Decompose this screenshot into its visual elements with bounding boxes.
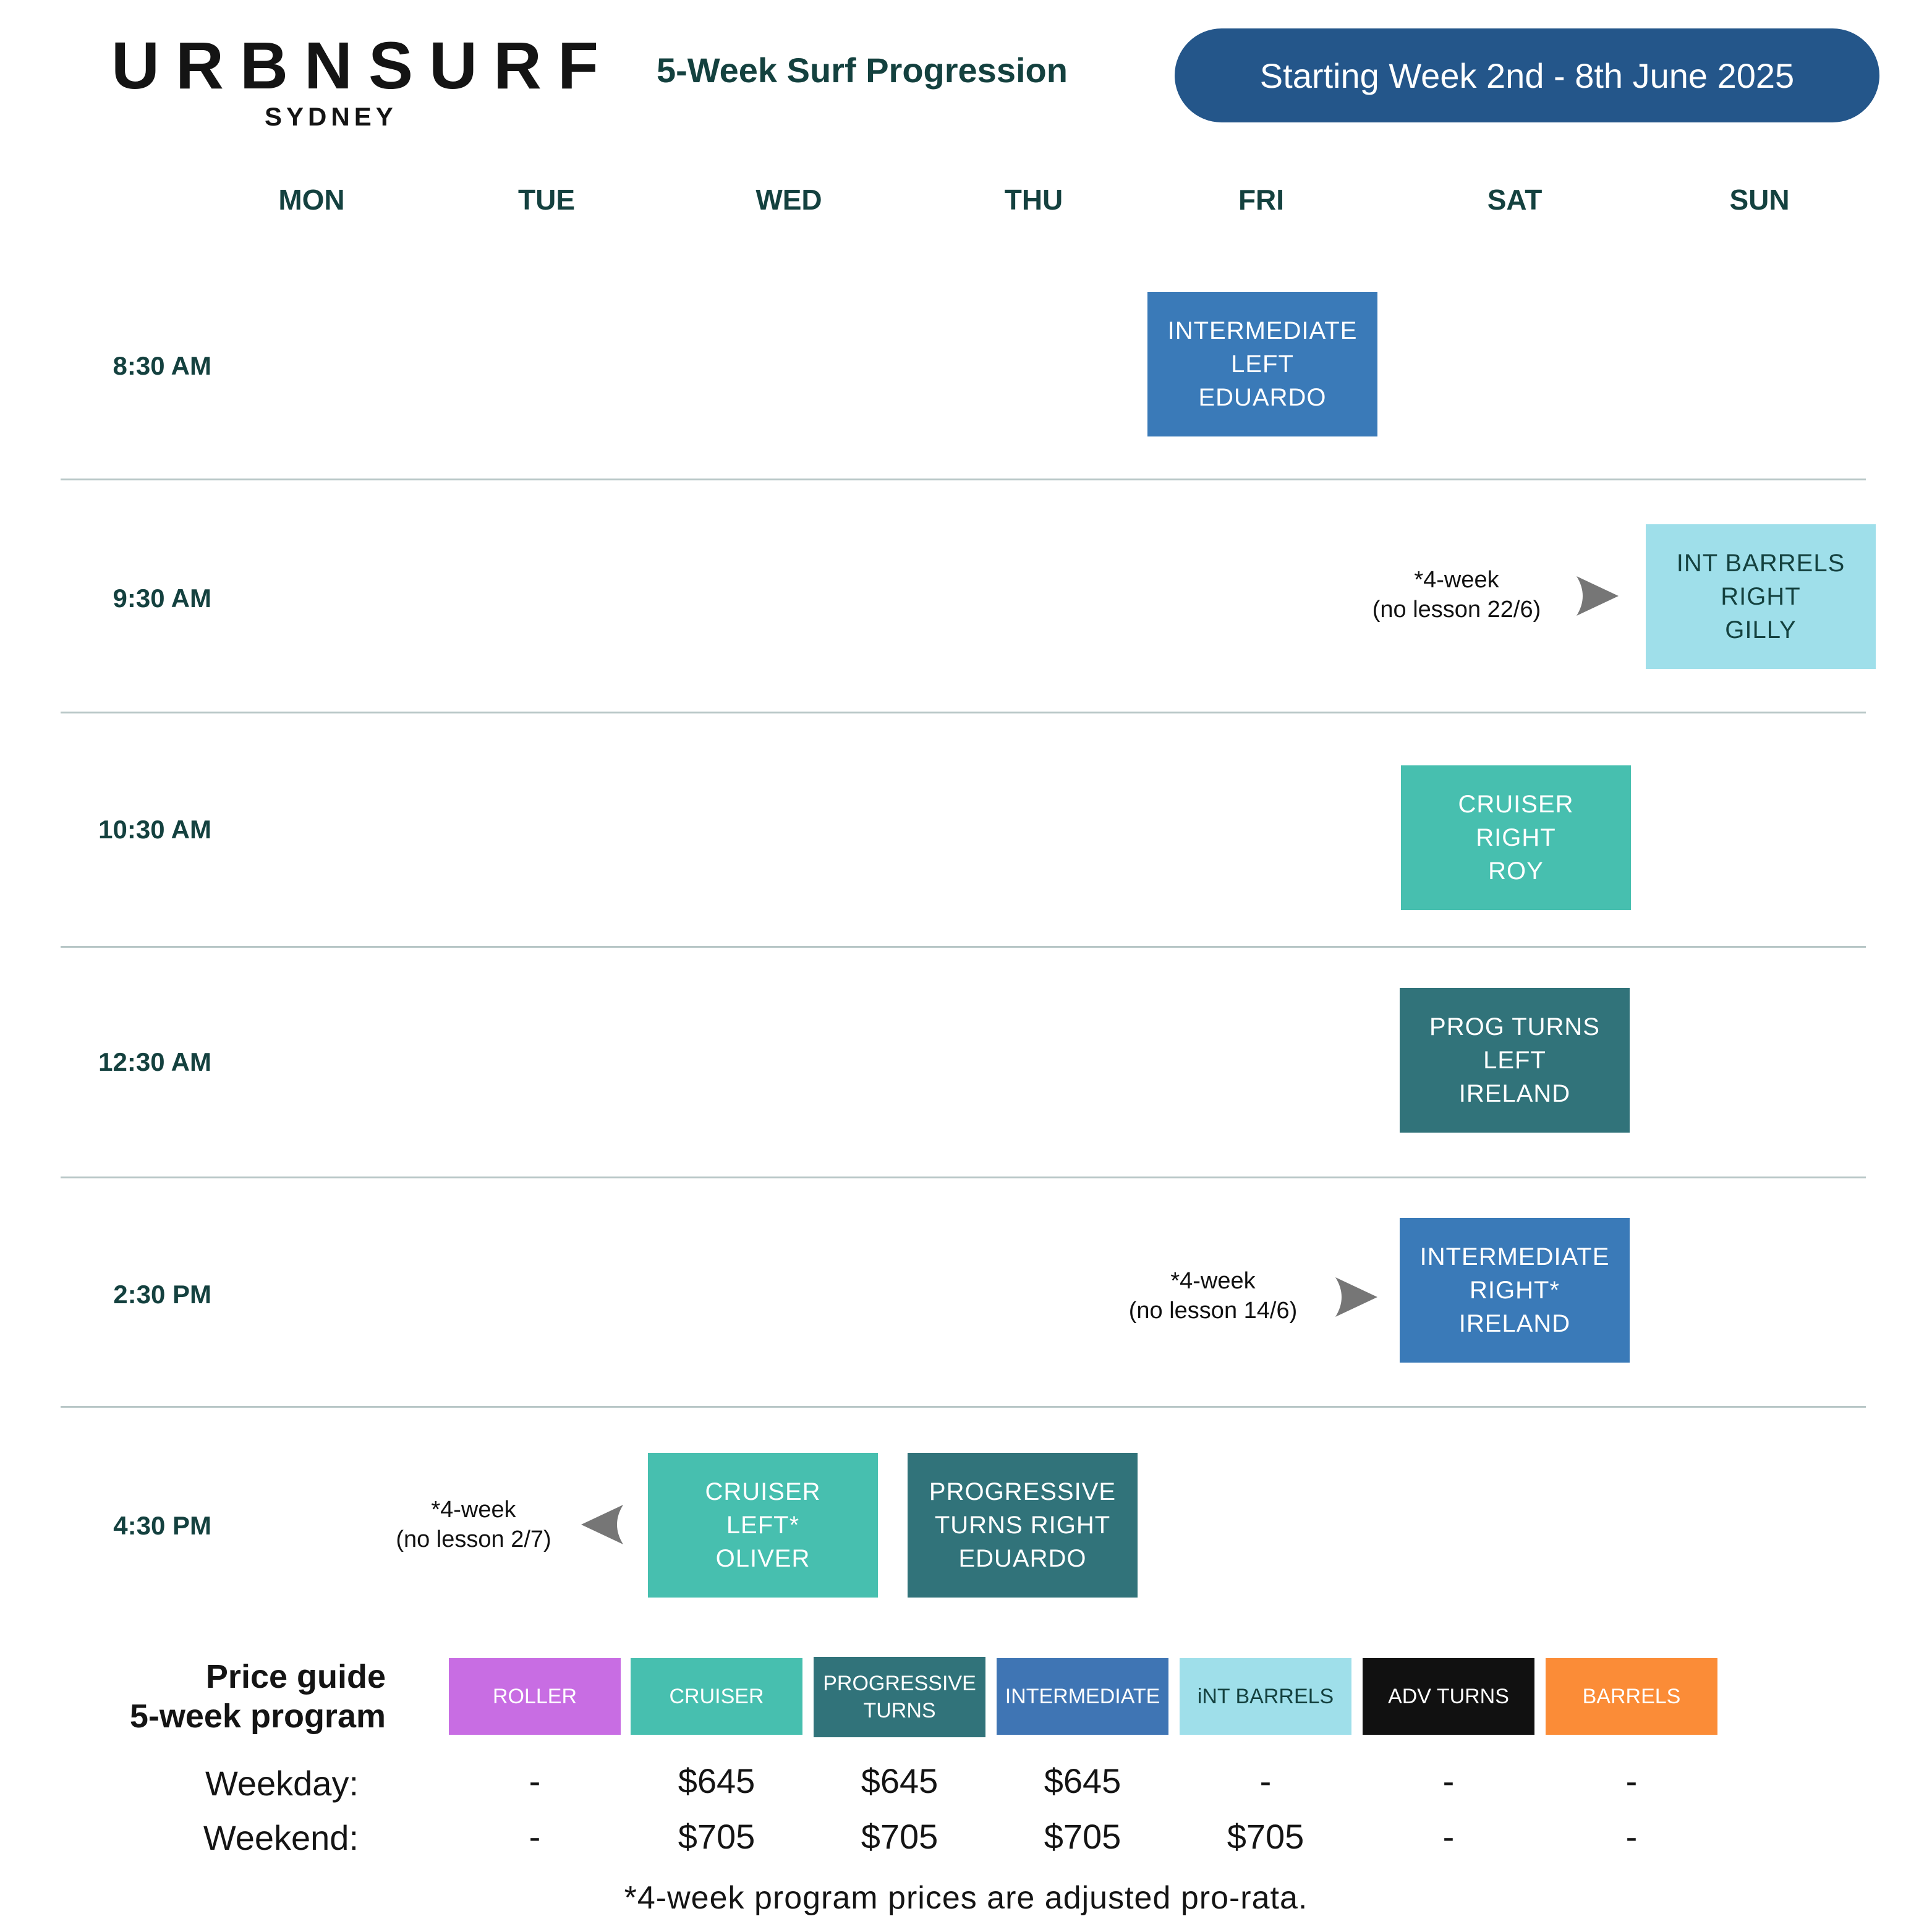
- day-header-sat: SAT: [1487, 184, 1543, 216]
- pro-rata-footnote: *4-week program prices are adjusted pro-…: [624, 1880, 1308, 1916]
- note-line: (no lesson 22/6): [1372, 597, 1541, 623]
- arrow-right-icon: [1577, 576, 1619, 616]
- session-coach: OLIVER: [715, 1545, 811, 1572]
- session-progressive-turns-right-thu-1630[interactable]: PROGRESSIVE TURNS RIGHT EDUARDO: [908, 1453, 1138, 1598]
- session-int-barrels-right-sun-0930[interactable]: INT BARRELS RIGHT GILLY: [1646, 524, 1876, 669]
- note-line: (no lesson 2/7): [396, 1526, 551, 1552]
- session-direction: LEFT*: [726, 1512, 800, 1539]
- price-weekday: $645: [861, 1761, 938, 1800]
- price-guide-title-line: 5-week program: [129, 1698, 386, 1735]
- price-weekday: $645: [678, 1761, 755, 1800]
- brand-logo: URBNSURF: [111, 28, 615, 103]
- day-header-wed: WED: [755, 184, 822, 216]
- session-intermediate-right-sat-1430[interactable]: INTERMEDIATE RIGHT* IRELAND: [1400, 1218, 1630, 1363]
- session-direction: LEFT: [1231, 351, 1294, 378]
- price-weekend: $705: [1044, 1817, 1121, 1856]
- time-label: 9:30 AM: [113, 584, 212, 613]
- price-guide-title-line: Price guide: [205, 1658, 386, 1695]
- session-direction: RIGHT: [1476, 824, 1556, 851]
- row-divider: [61, 1406, 1866, 1408]
- session-direction: RIGHT: [1721, 583, 1801, 610]
- page-title: 5-Week Surf Progression: [657, 51, 1068, 90]
- price-program-roller: ROLLER: [449, 1658, 621, 1735]
- weekday-label: Weekday:: [205, 1764, 359, 1803]
- price-weekend: -: [1625, 1817, 1638, 1856]
- session-level: INT BARRELS: [1676, 550, 1845, 577]
- session-level: CRUISER: [705, 1478, 821, 1505]
- price-program-cruiser: CRUISER: [631, 1658, 802, 1735]
- row-divider: [61, 712, 1866, 713]
- row-divider: [61, 1177, 1866, 1178]
- row-divider: [61, 946, 1866, 948]
- session-coach: EDUARDO: [958, 1545, 1087, 1572]
- note-line: *4-week: [431, 1497, 516, 1523]
- arrow-right-icon: [1335, 1277, 1377, 1317]
- session-cruiser-left-wed-1630[interactable]: CRUISER LEFT* OLIVER: [648, 1453, 878, 1598]
- session-prog-turns-left-sat-1230[interactable]: PROG TURNS LEFT IRELAND: [1400, 988, 1630, 1133]
- price-weekday: -: [1625, 1761, 1638, 1800]
- weekend-label: Weekend:: [203, 1818, 359, 1857]
- arrow-left-icon: [581, 1505, 623, 1544]
- price-program-int-barrels: iNT BARRELS: [1180, 1658, 1351, 1735]
- price-weekend: -: [1442, 1817, 1455, 1856]
- price-weekend: $705: [678, 1817, 755, 1856]
- start-week-label: Starting Week 2nd - 8th June 2025: [1259, 56, 1795, 95]
- session-coach: IRELAND: [1458, 1310, 1571, 1337]
- session-coach: ROY: [1488, 857, 1544, 885]
- price-program-adv-turns: ADV TURNS: [1363, 1658, 1534, 1735]
- day-header-mon: MON: [278, 184, 345, 216]
- session-coach: GILLY: [1725, 616, 1797, 644]
- price-program-progressive-turns: PROGRESSIVE TURNS: [814, 1657, 985, 1737]
- session-level: INTERMEDIATE: [1167, 317, 1358, 344]
- session-direction: TURNS RIGHT: [934, 1512, 1111, 1539]
- session-coach: EDUARDO: [1198, 384, 1327, 411]
- price-weekend: $705: [861, 1817, 938, 1856]
- time-label: 10:30 AM: [98, 815, 211, 844]
- price-program-intermediate: INTERMEDIATE: [997, 1658, 1168, 1735]
- four-week-note: *4-week (no lesson 14/6): [1108, 1266, 1318, 1326]
- price-weekend: $705: [1227, 1817, 1304, 1856]
- note-line: *4-week: [1170, 1268, 1256, 1294]
- session-cruiser-right-sat-1030[interactable]: CRUISER RIGHT ROY: [1401, 765, 1631, 910]
- four-week-note: *4-week (no lesson 22/6): [1351, 565, 1562, 624]
- day-header-sun: SUN: [1729, 184, 1790, 216]
- price-weekday: -: [1442, 1761, 1455, 1800]
- price-guide-title: Price guide 5-week program: [62, 1657, 386, 1736]
- day-header-tue: TUE: [518, 184, 575, 216]
- note-line: *4-week: [1414, 567, 1499, 593]
- time-label: 8:30 AM: [113, 351, 212, 380]
- session-level: PROG TURNS: [1429, 1013, 1600, 1040]
- session-level: CRUISER: [1458, 791, 1574, 818]
- day-header-fri: FRI: [1238, 184, 1285, 216]
- day-header-thu: THU: [1004, 184, 1063, 216]
- four-week-note: *4-week (no lesson 2/7): [368, 1495, 579, 1554]
- session-direction: LEFT: [1483, 1047, 1546, 1074]
- note-line: (no lesson 14/6): [1128, 1298, 1298, 1324]
- price-weekend: -: [529, 1817, 541, 1856]
- session-intermediate-left-fri-0830[interactable]: INTERMEDIATE LEFT EDUARDO: [1147, 292, 1377, 436]
- start-week-badge: Starting Week 2nd - 8th June 2025: [1175, 28, 1879, 122]
- session-level: INTERMEDIATE: [1419, 1243, 1610, 1270]
- time-label: 2:30 PM: [113, 1280, 211, 1309]
- brand-location: SYDNEY: [265, 102, 398, 131]
- price-weekday: -: [1259, 1761, 1272, 1800]
- time-label: 12:30 AM: [98, 1047, 211, 1076]
- time-label: 4:30 PM: [113, 1511, 211, 1540]
- row-divider: [61, 479, 1866, 480]
- session-level: PROGRESSIVE: [929, 1478, 1117, 1505]
- price-program-barrels: BARRELS: [1546, 1658, 1717, 1735]
- session-coach: IRELAND: [1458, 1080, 1571, 1107]
- price-weekday: -: [529, 1761, 541, 1800]
- price-weekday: $645: [1044, 1761, 1121, 1800]
- session-direction: RIGHT*: [1470, 1277, 1560, 1304]
